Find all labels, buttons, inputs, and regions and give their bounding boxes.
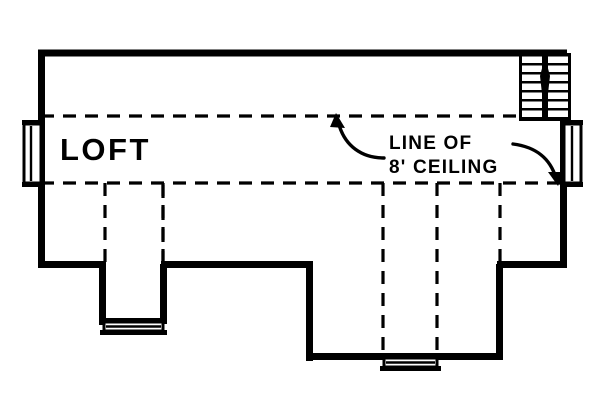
stair-tread <box>548 74 568 81</box>
stair-tread <box>522 83 542 90</box>
window-bl-sill <box>100 330 167 335</box>
window-left-jamb-top <box>22 120 43 125</box>
window-left-sash <box>22 122 43 185</box>
ceiling-note-line-2: 8' CEILING <box>389 157 498 178</box>
leader-arrowhead-right <box>548 172 564 186</box>
leader-arrowhead-left <box>330 113 345 128</box>
stair-tread <box>548 65 568 72</box>
window-bc-sill <box>380 366 441 371</box>
window-right-jamb-bottom <box>562 182 583 187</box>
exterior-walls <box>38 49 567 361</box>
window-left-wall <box>22 120 43 187</box>
leader-arrow-left <box>330 113 386 160</box>
leader-curve-left <box>336 119 386 160</box>
window-left-jamb-bottom <box>22 182 43 187</box>
stair-direction-arrow <box>540 57 550 120</box>
stair-tread <box>522 101 542 108</box>
stair-tread <box>548 110 568 117</box>
ceiling-note-line-1: LINE OF <box>389 133 472 154</box>
staircase <box>519 53 571 121</box>
window-bottom-center-bumpout <box>380 356 441 371</box>
stair-tread <box>548 92 568 99</box>
window-bottom-left-bumpout <box>100 320 167 335</box>
stair-tread <box>522 92 542 99</box>
window-right-jamb-top <box>562 120 583 125</box>
leader-arrow-right <box>511 142 564 186</box>
ceiling-lines-group <box>41 114 566 356</box>
stair-tread <box>522 110 542 117</box>
stair-tread <box>522 56 542 63</box>
room-label-loft: LOFT <box>60 132 151 167</box>
stair-tread <box>548 83 568 90</box>
window-right-wall <box>562 120 583 187</box>
stair-tread <box>522 74 542 81</box>
stair-tread <box>548 101 568 108</box>
stair-tread <box>522 65 542 72</box>
stair-tread <box>548 56 568 63</box>
